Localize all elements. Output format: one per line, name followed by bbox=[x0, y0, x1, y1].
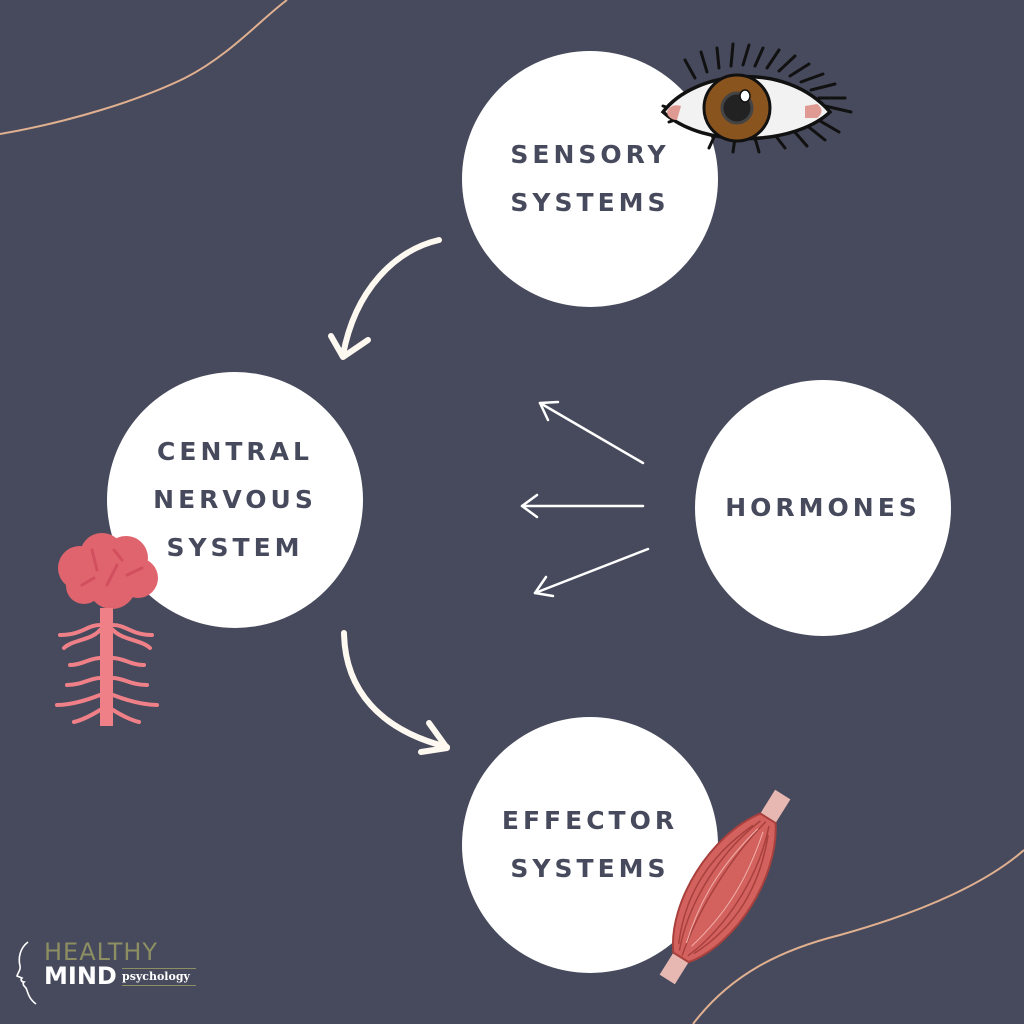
node-label-line: CENTRAL bbox=[157, 437, 313, 466]
node-label-line: SYSTEMS bbox=[510, 854, 670, 883]
brain-spinal-cord-icon bbox=[55, 533, 159, 726]
node-label-line: SENSORY bbox=[510, 140, 670, 169]
logo-mind-text: MIND bbox=[44, 962, 117, 990]
arrow-hormones-to-cns-middle bbox=[520, 493, 645, 519]
logo-psychology-text: psychology bbox=[122, 970, 190, 983]
arrow-hormones-to-cns-lower bbox=[533, 547, 650, 598]
logo-healthy-text: HEALTHY bbox=[44, 938, 159, 966]
top-left-curve bbox=[0, 0, 288, 135]
node-sensory-systems: SENSORY SYSTEMS bbox=[462, 51, 718, 307]
muscle-icon bbox=[659, 789, 791, 985]
node-label-line: NERVOUS bbox=[153, 485, 317, 514]
logo-divider-top bbox=[122, 968, 196, 969]
bottom-right-curve bbox=[692, 849, 1024, 1024]
node-label-line: EFFECTOR bbox=[501, 806, 679, 835]
logo-divider-bottom bbox=[122, 985, 196, 986]
node-label-line: SYSTEM bbox=[166, 533, 304, 562]
healthy-mind-logo: HEALTHY MIND psychology bbox=[14, 938, 204, 1008]
face-profile-icon bbox=[16, 941, 37, 1005]
arrow-hormones-to-cns-upper bbox=[538, 400, 645, 465]
arrow-sensory-to-cns bbox=[328, 237, 442, 360]
node-label-line: SYSTEMS bbox=[510, 188, 670, 217]
arrow-cns-to-effector bbox=[341, 630, 450, 755]
eye-icon bbox=[660, 42, 853, 154]
node-label-line: HORMONES bbox=[725, 493, 921, 522]
node-hormones: HORMONES bbox=[695, 380, 951, 636]
